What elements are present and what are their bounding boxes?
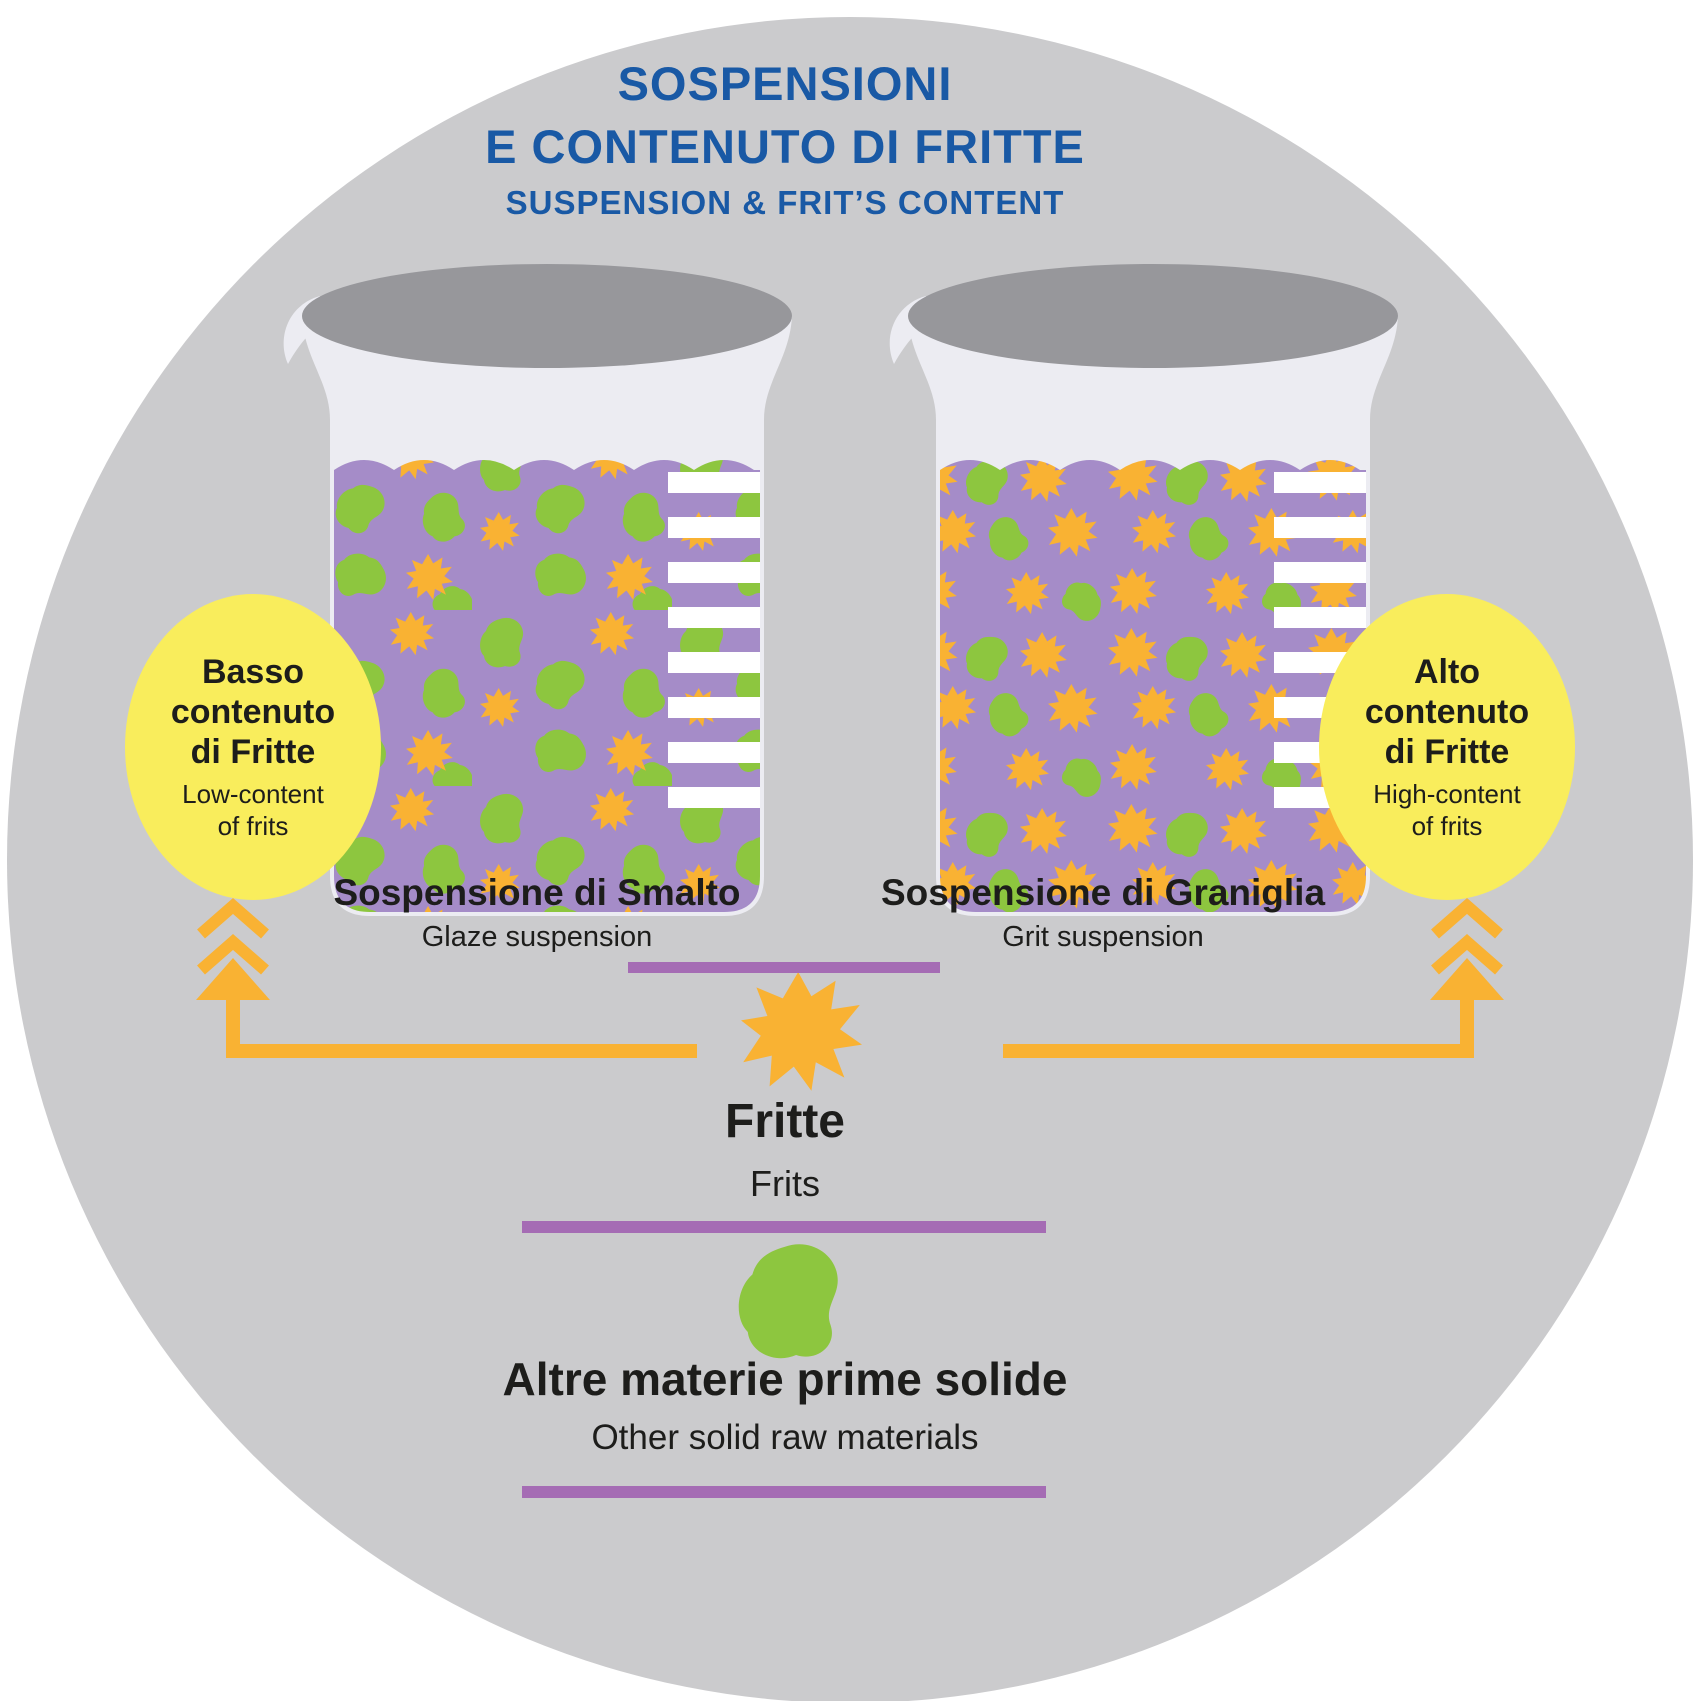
page-title: SOSPENSIONI E CONTENUTO DI FRITTE SUSPEN… xyxy=(485,56,1085,222)
divider xyxy=(522,1486,1046,1498)
label-grit-suspension: Sospensione di Graniglia Grit suspension xyxy=(828,872,1378,954)
graduation-marks xyxy=(668,472,760,808)
label-english: Other solid raw materials xyxy=(591,1418,979,1457)
label-english: Glaze suspension xyxy=(421,921,653,953)
beaker-opening xyxy=(908,264,1398,368)
badge-high-frit-content: Alto contenuto di Fritte High-content of… xyxy=(1319,594,1575,900)
badge-low-frit-content: Basso contenuto di Fritte Low-content of… xyxy=(125,594,381,900)
divider xyxy=(522,1221,1046,1233)
label-italian: Altre materie prime solide xyxy=(502,1353,1068,1405)
label-frits: Fritte Frits xyxy=(725,1094,845,1205)
title-subtitle: SUSPENSION & FRIT’S CONTENT xyxy=(505,184,1065,221)
badge-text: di Fritte xyxy=(190,732,316,771)
badge-subtext: of frits xyxy=(217,810,289,841)
badge-text: di Fritte xyxy=(1384,732,1510,771)
beaker-opening xyxy=(302,264,792,368)
label-english: Grit suspension xyxy=(1002,921,1204,953)
label-italian: Sospensione di Smalto xyxy=(333,872,741,913)
badge-subtext: of frits xyxy=(1411,810,1483,841)
divider xyxy=(628,962,940,973)
beaker-grit-suspension xyxy=(889,264,1398,916)
badge-text: Basso xyxy=(201,652,305,691)
beaker-liquid xyxy=(940,460,1366,912)
badge-subtext: High-content xyxy=(1373,778,1521,809)
beaker-liquid xyxy=(334,460,760,912)
label-italian: Sospensione di Graniglia xyxy=(880,872,1326,913)
title-line2: E CONTENUTO DI FRITTE xyxy=(485,120,1085,173)
badge-subtext: Low-content xyxy=(182,778,324,809)
beaker-glaze-suspension xyxy=(283,264,792,916)
title-line1: SOSPENSIONI xyxy=(617,57,953,110)
label-italian: Fritte xyxy=(725,1095,845,1148)
badge-text: contenuto xyxy=(170,692,336,731)
label-raw-materials: Altre materie prime solide Other solid r… xyxy=(503,1352,1068,1458)
badge-text: Alto xyxy=(1413,652,1481,691)
label-english: Frits xyxy=(750,1163,820,1204)
label-glaze-suspension: Sospensione di Smalto Glaze suspension xyxy=(262,872,812,954)
badge-text: contenuto xyxy=(1364,692,1530,731)
